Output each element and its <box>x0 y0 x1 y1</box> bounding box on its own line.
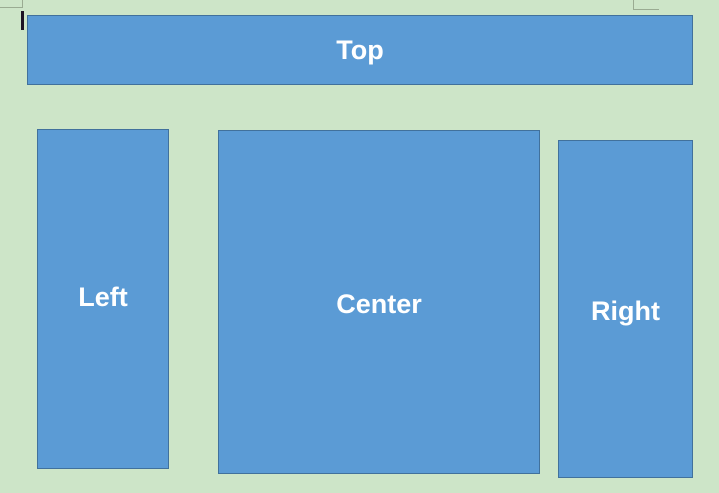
margin-guide-vertical-line <box>633 0 634 10</box>
margin-guide-horizontal-line <box>633 9 659 10</box>
text-caret-icon <box>21 11 24 30</box>
margin-guide-vertical-line <box>22 0 23 8</box>
margin-guide-top-left-icon <box>0 0 24 9</box>
shape-center[interactable]: Center <box>218 130 540 474</box>
shape-left[interactable]: Left <box>37 129 169 469</box>
margin-guide-horizontal-line <box>0 7 23 8</box>
shape-center-label: Center <box>336 289 422 319</box>
shape-left-label: Left <box>78 282 128 312</box>
shape-top[interactable]: Top <box>27 15 693 85</box>
margin-guide-top-right-icon <box>632 0 660 11</box>
shape-top-label: Top <box>336 34 384 65</box>
shape-right[interactable]: Right <box>558 140 693 478</box>
shape-right-label: Right <box>591 296 660 326</box>
